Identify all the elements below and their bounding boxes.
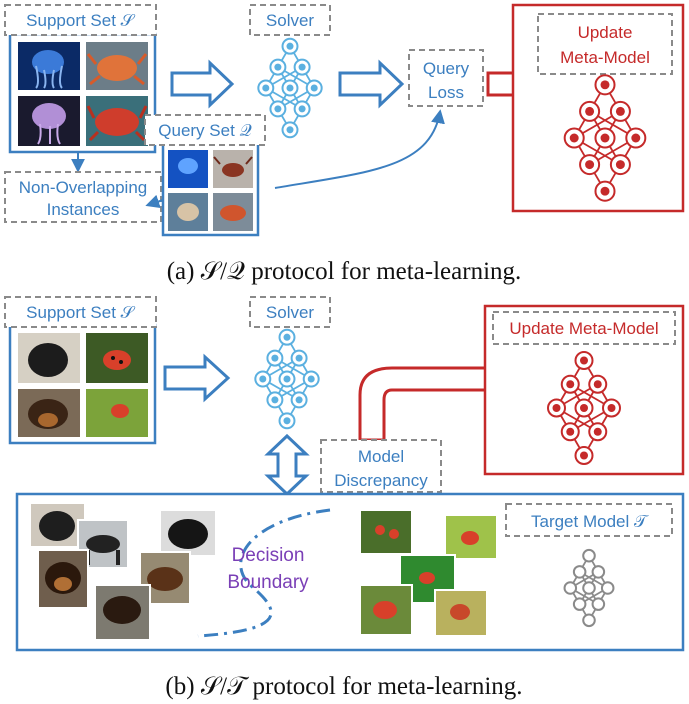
network-node-dot bbox=[262, 84, 270, 92]
query-set-label: Query Set 𝒬 bbox=[158, 121, 251, 140]
decision-boundary-curve bbox=[197, 508, 331, 638]
network-node-dot bbox=[295, 354, 303, 362]
network-node-dot bbox=[580, 451, 588, 460]
non-overlapping-box bbox=[4, 171, 162, 223]
network-node-dot bbox=[286, 126, 294, 134]
network-node-dot bbox=[271, 354, 279, 362]
target-model-label-box bbox=[505, 503, 673, 537]
update-label-a-line2: Meta-Model bbox=[560, 48, 650, 67]
network-node-dot bbox=[298, 105, 306, 113]
network-node bbox=[582, 613, 596, 628]
network-node-dot bbox=[569, 133, 579, 143]
caption-a: (a) 𝒮/𝒬 protocol for meta-learning. bbox=[167, 258, 522, 285]
target-model-label: Target Model 𝒯 bbox=[531, 512, 649, 531]
query-loss-line1: Query bbox=[423, 59, 470, 78]
target-model-network-icon bbox=[563, 548, 615, 628]
network-node-dot bbox=[585, 106, 595, 116]
decision-boundary-line1: Decision bbox=[232, 545, 305, 566]
network-node-dot bbox=[310, 84, 318, 92]
network-node bbox=[600, 581, 615, 595]
support-set-label: Support Set 𝒮 bbox=[26, 11, 136, 30]
non-overlapping-line1: Non-Overlapping bbox=[19, 178, 148, 197]
solver-label-a: Solver bbox=[266, 11, 315, 30]
support-images-b bbox=[18, 333, 148, 437]
arrow-solver-to-loss bbox=[338, 59, 405, 109]
network-node-dot bbox=[600, 133, 610, 143]
ladybug-collage-photo-1 bbox=[359, 509, 413, 555]
network-node-dot bbox=[286, 84, 294, 92]
query-images bbox=[168, 150, 253, 231]
solver-label-box-a bbox=[249, 4, 331, 36]
non-overlapping-line2: Instances bbox=[47, 200, 120, 219]
network-node-dot bbox=[615, 106, 625, 116]
update-label-box-a bbox=[537, 13, 673, 75]
network-node bbox=[572, 565, 587, 579]
panel-a: Support Set 𝒮 Non-Overlapping Instances … bbox=[4, 3, 685, 285]
query-loss-line2: Loss bbox=[428, 83, 464, 102]
model-discrepancy-box bbox=[320, 439, 442, 493]
decision-boundary-line2: Boundary bbox=[227, 572, 309, 593]
support-set-label-box-b bbox=[4, 296, 157, 328]
caption-b: (b) 𝒮/𝒯 protocol for meta-learning. bbox=[165, 673, 522, 700]
network-node bbox=[582, 548, 596, 563]
network-node-dot bbox=[274, 63, 282, 71]
panel-b: Support Set 𝒮 Solver Model Discrepancy bbox=[4, 296, 685, 700]
solver-network-icon-a bbox=[257, 37, 323, 139]
network-node bbox=[563, 581, 578, 595]
network-node-dot bbox=[580, 404, 588, 412]
network-node-dot bbox=[298, 63, 306, 71]
network-node bbox=[591, 597, 606, 611]
solver-label-box-b bbox=[249, 296, 331, 328]
network-node-dot bbox=[271, 396, 279, 404]
network-node-dot bbox=[566, 427, 575, 436]
network-node-dot bbox=[631, 133, 641, 143]
update-label-box-b bbox=[492, 311, 676, 345]
network-node-dot bbox=[259, 375, 267, 383]
ladybug-collage bbox=[359, 509, 498, 637]
meta-model-network-icon-b bbox=[547, 351, 621, 465]
network-node-dot bbox=[593, 380, 602, 389]
meta-model-network-icon-a bbox=[563, 74, 647, 202]
network-node-dot bbox=[283, 375, 291, 383]
network-node-dot bbox=[600, 80, 610, 90]
network-node-dot bbox=[600, 186, 610, 196]
network-node-dot bbox=[566, 380, 575, 389]
network-node-dot bbox=[607, 404, 616, 412]
network-node-dot bbox=[552, 404, 561, 412]
network-node-dot bbox=[585, 160, 595, 170]
network-node-dot bbox=[286, 42, 294, 50]
network-node-dot bbox=[274, 105, 282, 113]
network-node bbox=[572, 597, 587, 611]
query-set-label-box bbox=[144, 114, 266, 146]
solver-label-b: Solver bbox=[266, 303, 315, 322]
model-discrepancy-line2: Discrepancy bbox=[334, 471, 428, 490]
solver-network-icon-b bbox=[254, 328, 320, 430]
support-set-label-box bbox=[4, 4, 157, 36]
arrow-query-to-nonoverlap bbox=[145, 194, 164, 209]
arrow-support-to-solver bbox=[170, 59, 235, 109]
model-discrepancy-line1: Model bbox=[358, 447, 404, 466]
arrow-support-to-solver-b bbox=[163, 353, 231, 403]
support-images bbox=[18, 42, 148, 146]
arrow-discrepancy-double bbox=[264, 433, 310, 497]
network-node-dot bbox=[593, 427, 602, 436]
dog-collage bbox=[29, 502, 217, 641]
update-label-b: Update Meta-Model bbox=[509, 319, 658, 338]
network-node-dot bbox=[283, 417, 291, 425]
arrow-query-to-loss bbox=[274, 109, 445, 189]
network-node-dot bbox=[580, 356, 588, 365]
support-set-label-b: Support Set 𝒮 bbox=[26, 303, 136, 322]
network-node bbox=[591, 565, 606, 579]
query-loss-box bbox=[408, 49, 484, 107]
network-node-dot bbox=[295, 396, 303, 404]
network-node bbox=[582, 581, 596, 595]
network-node-dot bbox=[615, 160, 625, 170]
update-label-a-line1: Update bbox=[578, 23, 633, 42]
network-node-dot bbox=[283, 333, 291, 341]
network-node-dot bbox=[307, 375, 315, 383]
